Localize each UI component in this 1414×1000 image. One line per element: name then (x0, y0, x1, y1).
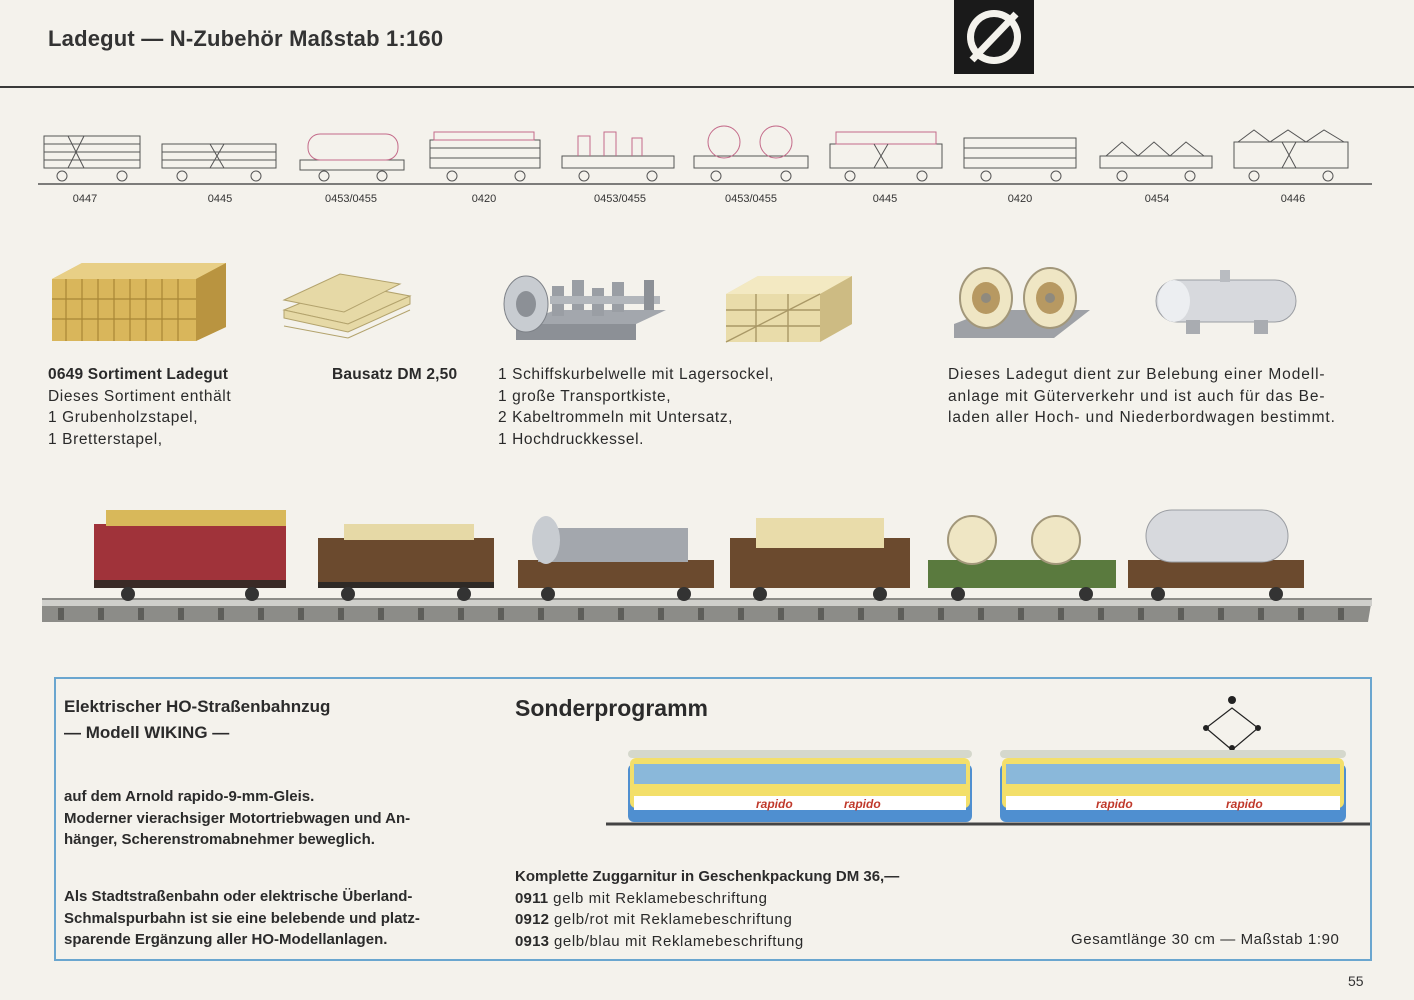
variant-text: gelb/blau mit Reklamebeschriftung (553, 932, 804, 950)
text-line: Schmalspurbahn ist sie eine belebende un… (64, 909, 420, 927)
tram-panel (54, 677, 1372, 961)
text-line: Moderner vierachsiger Motortriebwagen un… (64, 809, 411, 827)
assortment-block: 0649 Sortiment Ladegut Dieses Sortiment … (48, 364, 308, 450)
text-line: sparende Ergänzung aller HO-Modellanlage… (64, 931, 388, 948)
brown-wagon (318, 524, 494, 601)
pressure-boiler-image (1155, 270, 1297, 334)
tram-description-2: Als Stadtstraßenbahn oder elektrische Üb… (64, 886, 484, 951)
wagon-drawing-1 (43, 135, 141, 182)
wagon-drawing-3 (299, 133, 405, 182)
kit-price: Bausatz DM 2,50 (332, 366, 458, 383)
order-list: Komplette Zuggarnitur in Geschenkpackung… (515, 866, 1035, 952)
tram-ad-text: rapido (1226, 797, 1263, 811)
variant-code: 0912 (515, 911, 550, 928)
tram-model: — Modell WIKING — (64, 723, 230, 742)
wagon-number: 0445 (872, 193, 898, 205)
cable-drums-image (954, 267, 1090, 338)
timber-stack-image (52, 263, 226, 341)
note-line: anlage mit Güterverkehr und ist auch für… (948, 387, 1326, 405)
tram-heading-block: Elektrischer HO-Straßenbahnzug — Modell … (64, 694, 484, 746)
assortment-note: Dieses Ladegut dient zur Belebung einer … (948, 364, 1368, 429)
page-number: 55 (1348, 973, 1364, 989)
price-block: Bausatz DM 2,50 (332, 364, 482, 386)
transport-crate-image (725, 276, 852, 343)
wagon-number: 0453/0455 (594, 193, 646, 205)
special-program-title: Sonderprogramm (515, 695, 708, 721)
wagon-number: 0420 (1007, 193, 1033, 205)
red-wagon (94, 510, 286, 601)
assortment-item: 1 große Transportkiste, (498, 387, 672, 405)
green-wagon (928, 515, 1116, 601)
assortment-item: 2 Kabeltrommeln mit Untersatz, (498, 409, 734, 426)
tram-ad-text: rapido (844, 797, 881, 811)
set-title: Komplette Zuggarnitur in Geschenkpackung… (515, 868, 900, 885)
note-line: laden aller Hoch- und Niederbordwagen be… (948, 409, 1336, 426)
assortment-heading: 0649 Sortiment Ladegut (48, 366, 229, 383)
tram-description-1: auf dem Arnold rapido-9-mm-Gleis. Modern… (64, 786, 466, 851)
tram-image: rapido rapido rapido rapido (606, 696, 1370, 826)
boiler-wagon (1128, 509, 1304, 601)
assortment-intro: Dieses Sortiment enthält (48, 387, 232, 405)
variant-code: 0913 (515, 932, 550, 950)
wagon-drawing-5 (561, 131, 675, 182)
tram-heading: Elektrischer HO-Straßenbahnzug (64, 697, 331, 716)
wagon-line-drawing (38, 125, 1372, 185)
wagon-drawing-8 (963, 137, 1077, 182)
tram-ad-text: rapido (756, 797, 793, 811)
wagon-drawing-4 (429, 131, 541, 182)
plank-stack-image (282, 273, 412, 339)
wagon-number: 0453/0455 (325, 193, 377, 205)
note-line: Dieses Ladegut dient zur Belebung einer … (948, 366, 1326, 383)
wagon-number: 0453/0455 (725, 193, 777, 205)
text-line: hänger, Scherenstromabnehmer beweglich. (64, 831, 375, 848)
text-line: auf dem Arnold rapido-9-mm-Gleis. (64, 788, 315, 805)
freight-train-image (42, 509, 1372, 622)
tram-trailer: rapido rapido (628, 750, 972, 822)
variant-text: gelb/rot mit Reklamebeschriftung (553, 911, 793, 928)
crankshaft-image (503, 275, 666, 340)
variant-text: gelb mit Reklamebeschriftung (553, 889, 768, 907)
assortment-item: 1 Schiffskurbelwelle mit Lagersockel, (498, 366, 775, 383)
publisher-logo (954, 0, 1034, 74)
header-divider (0, 86, 1414, 88)
wagon-drawing-6 (693, 125, 809, 182)
wagon-number: 0445 (207, 193, 233, 205)
crate-wagon (730, 518, 910, 601)
wagon-drawing-2 (161, 143, 277, 182)
length-note: Gesamtlänge 30 cm — Maßstab 1:90 (1071, 931, 1340, 948)
crankshaft-wagon (518, 516, 714, 601)
assortment-item: 1 Bretterstapel, (48, 430, 163, 448)
wagon-number: 0446 (1280, 193, 1306, 205)
tram-ad-text: rapido (1096, 797, 1133, 811)
text-line: Als Stadtstraßenbahn oder elektrische Üb… (64, 888, 413, 905)
wagon-number: 0447 (72, 193, 98, 205)
tram-motor-car: rapido rapido (1000, 750, 1346, 822)
wagon-number: 0420 (471, 193, 497, 205)
wagon-number: 0454 (1144, 193, 1170, 205)
page-title: Ladegut — N-Zubehör Maßstab 1:160 (48, 26, 444, 51)
assortment-items-2: 1 Schiffskurbelwelle mit Lagersockel, 1 … (498, 364, 828, 450)
assortment-item: 1 Grubenholzstapel, (48, 409, 199, 426)
variant-code: 0911 (515, 889, 549, 907)
wagon-drawing-7 (829, 131, 943, 182)
assortment-item: 1 Hochdruckkessel. (498, 430, 645, 448)
wagon-drawing-10 (1233, 129, 1349, 182)
wagon-drawing-9 (1099, 141, 1213, 182)
